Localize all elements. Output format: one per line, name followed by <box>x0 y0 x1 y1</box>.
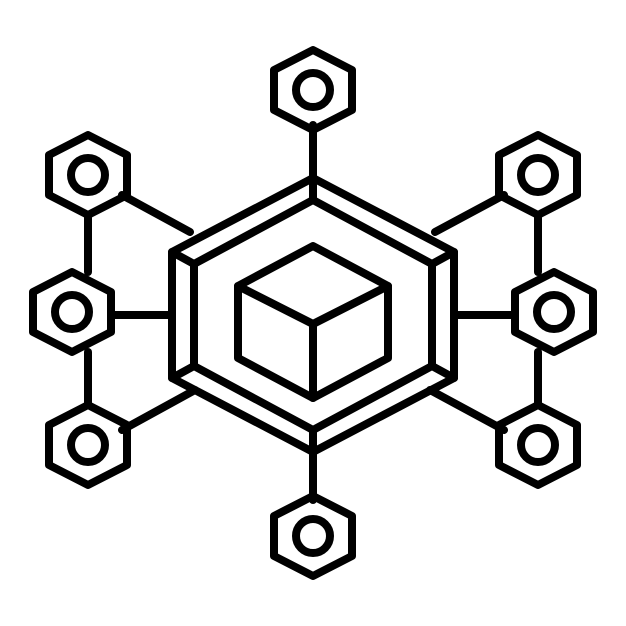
connector-lines <box>84 121 542 504</box>
cube-icon <box>234 242 392 402</box>
connector-right-bottom <box>426 386 508 434</box>
hub-bevel-bottom-right <box>428 362 458 382</box>
hub-bevel-top-right <box>428 248 458 268</box>
node-bottom-icon <box>270 492 356 580</box>
hub-hexagon <box>168 174 458 456</box>
node-left-top-icon <box>45 131 131 219</box>
connector-left-top <box>118 191 194 236</box>
connector-right-top <box>431 191 508 236</box>
icon-strokes <box>29 46 597 580</box>
hub-outer-hexagon <box>168 174 458 456</box>
node-right-bottom-icon <box>495 401 581 489</box>
cube-top-edges <box>234 282 392 328</box>
node-left-bottom-icon <box>45 401 131 489</box>
hub-bevel-top-left <box>168 248 198 268</box>
node-left-middle-icon <box>29 268 115 356</box>
node-right-top-icon <box>495 131 581 219</box>
connector-left-bottom <box>118 386 199 434</box>
hub-bevel-bottom-left <box>168 362 198 382</box>
node-top-icon <box>270 46 356 134</box>
node-right-middle-icon <box>511 268 597 356</box>
